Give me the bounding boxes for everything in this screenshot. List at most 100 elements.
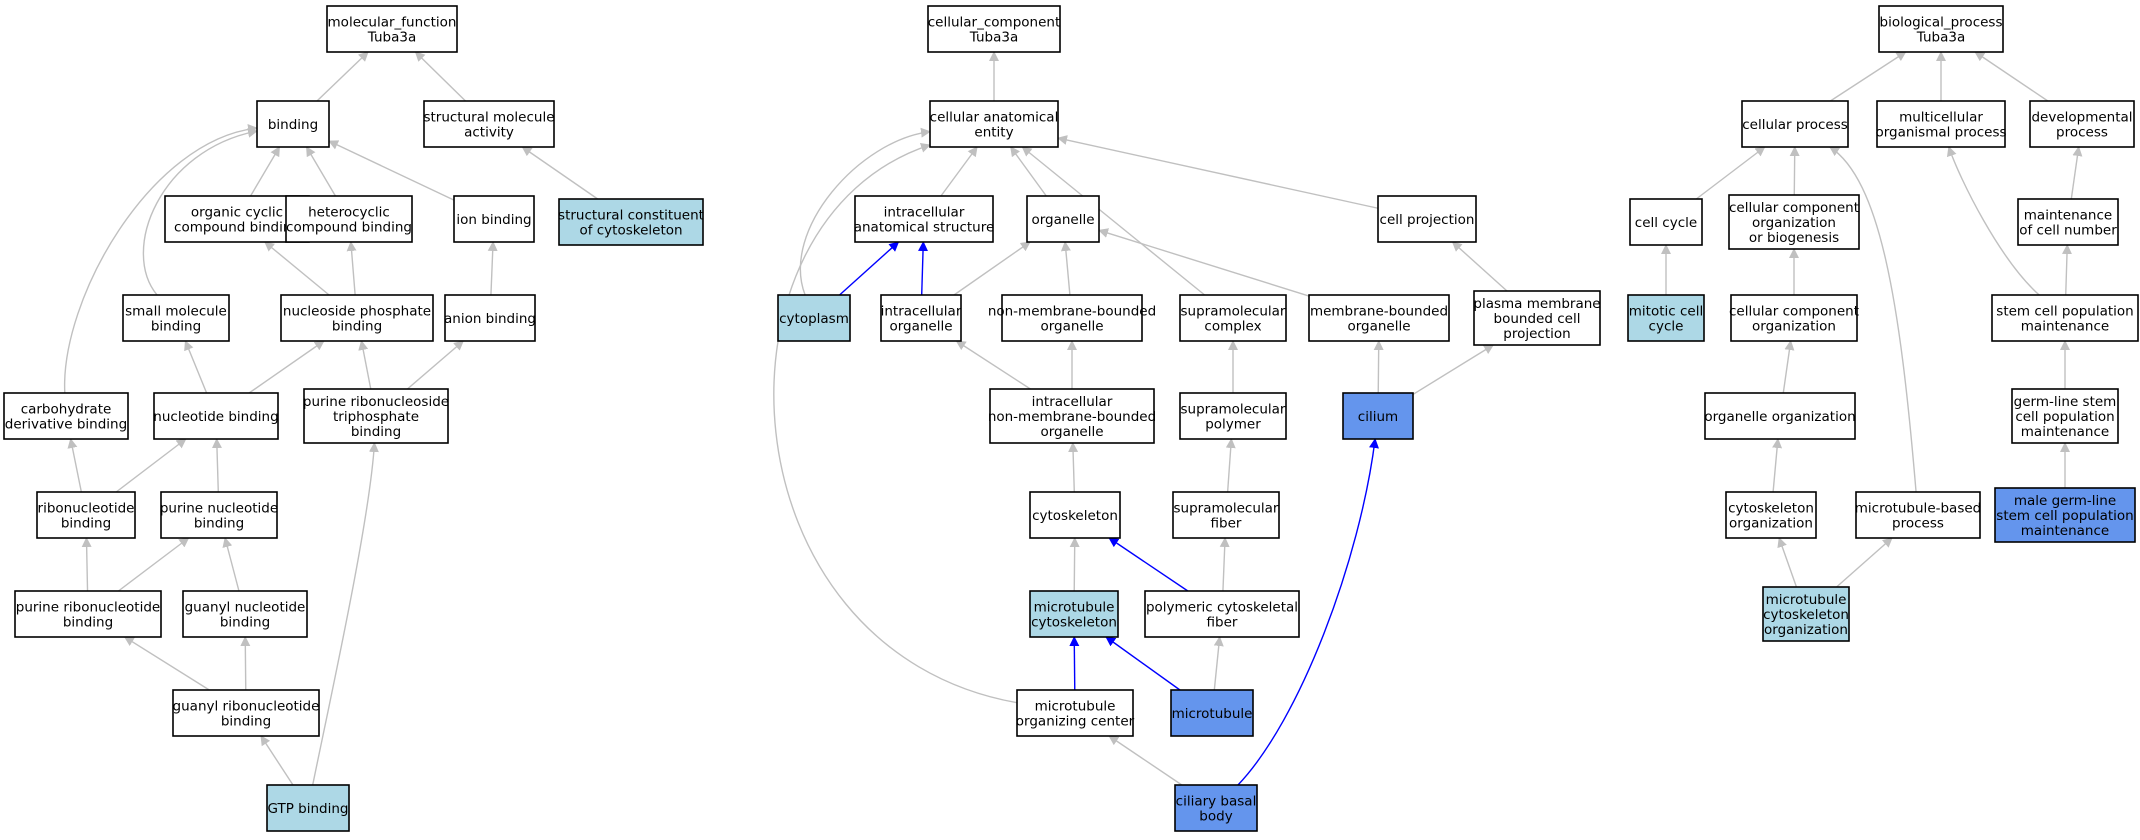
node-label-line: organelle	[1347, 319, 1410, 335]
node-label-line: binding	[194, 516, 244, 532]
edge-struct_mol_act-to-mf_root	[414, 51, 467, 102]
node-cell-proj[interactable]: cell projection	[1377, 195, 1477, 243]
node-label-line: body	[1199, 809, 1232, 825]
edge-cytoplasm-to-ias	[839, 241, 900, 296]
node-box	[854, 195, 994, 243]
edge-purine_ribo_tri-to-anion_binding	[406, 340, 465, 390]
node-microtubule[interactable]: microtubule	[1170, 689, 1254, 737]
node-box	[929, 100, 1059, 148]
node-org-org[interactable]: organelle organization	[1704, 392, 1856, 440]
node-box	[1991, 294, 2139, 342]
node-label-line: purine nucleotide	[160, 501, 278, 517]
node-label-line: process	[2056, 125, 2108, 141]
edges-layer	[64, 51, 2083, 786]
edge-cytoplasm-to-cae	[799, 127, 931, 296]
node-label-line: organelle	[1040, 424, 1103, 440]
node-label-line: purine ribonucleotide	[16, 600, 160, 616]
node-label-line: nucleoside phosphate	[283, 304, 431, 320]
edge-carb_deriv-to-binding	[64, 124, 258, 394]
node-label-line: maintenance	[2021, 319, 2109, 335]
node-cell-proc[interactable]: cellular process	[1741, 100, 1849, 148]
node-label-line: binding	[61, 516, 111, 532]
edge-poly_cyto_fiber-to-cytoskeleton	[1108, 537, 1189, 592]
node-cell-cycle[interactable]: cell cycle	[1629, 198, 1703, 246]
node-cytoplasm[interactable]: cytoplasm	[777, 294, 851, 342]
node-label-line: Tuba3a	[1916, 30, 1965, 46]
node-organelle[interactable]: organelle	[1026, 195, 1100, 243]
node-box	[927, 5, 1061, 53]
node-label-line: process	[1892, 516, 1944, 532]
node-label-line: maintenance	[2021, 523, 2109, 539]
node-box	[266, 784, 350, 832]
node-label-line: entity	[974, 125, 1013, 141]
node-label-line: organization	[1764, 622, 1848, 638]
node-label-line: fiber	[1207, 615, 1238, 631]
node-ion-binding[interactable]: ion binding	[453, 195, 535, 243]
node-box	[36, 491, 136, 539]
node-label-line: stem cell population	[1996, 304, 2133, 320]
node-label-line: derivative binding	[5, 417, 127, 433]
node-box	[280, 294, 434, 342]
node-anion-binding[interactable]: anion binding	[444, 294, 536, 342]
node-nucleotide[interactable]: nucleotide binding	[153, 392, 279, 440]
node-binding[interactable]: binding	[256, 100, 330, 148]
edge-ic_org-to-ias	[918, 241, 929, 296]
edge-ribonucleotide-to-carb_deriv	[67, 438, 83, 493]
node-label-line: polymeric cytoskeletal	[1146, 600, 1298, 616]
edge-binding-to-mf_root	[316, 51, 369, 102]
edge-mtoc-to-cae	[773, 142, 1018, 704]
node-cytoskeleton[interactable]: cytoskeleton	[1029, 491, 1121, 539]
edge-stem_maint-to-multi_proc	[1946, 146, 2040, 296]
edge-nucleotide-to-nucleoside_phos	[248, 340, 325, 394]
node-gtp[interactable]: GTP binding	[266, 784, 350, 832]
edge-org_cyclic-to-binding	[249, 146, 281, 197]
node-box	[3, 392, 129, 440]
node-ic-nmbo[interactable]: intracellularnon-membrane-boundedorganel…	[988, 388, 1156, 444]
node-label-line: molecular_function	[328, 15, 457, 31]
node-cilium[interactable]: cilium	[1342, 392, 1414, 440]
edge-org_org-to-cco	[1782, 340, 1795, 394]
